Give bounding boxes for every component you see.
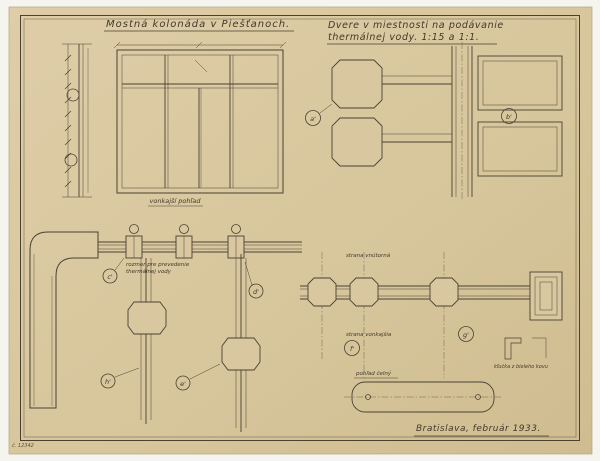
title-left: Mostná kolonáda v Piešťanoch. <box>106 18 290 30</box>
detail-marker-f: f' <box>344 340 360 356</box>
title-right-line2: thermálnej vody. 1:15 a 1:1. <box>328 32 479 43</box>
mullion-profile-section <box>331 117 383 167</box>
sheet-titles: Mostná kolonáda v Piešťanoch. Dvere v mi… <box>104 18 504 45</box>
band-note-line2: thermálnej vody <box>126 268 172 275</box>
signature-text: Bratislava, február 1933. <box>416 424 541 434</box>
detail-marker-b: b' <box>501 108 517 124</box>
archive-number: č. 12342 <box>12 442 34 449</box>
handle-profile <box>504 337 522 360</box>
detail-marker-g: g' <box>458 326 474 342</box>
elevation-drawing: vonkajší pohľad <box>113 41 287 207</box>
mullion-profile-section <box>127 301 167 335</box>
detail-marker-a: a' <box>305 103 333 126</box>
border-frame-inner <box>23 18 577 438</box>
paper-sheet <box>8 6 593 455</box>
jamb-hatch <box>539 281 553 311</box>
front-view-label: pohľad čelný <box>355 370 392 377</box>
door-plan-details: a' b' <box>305 42 563 200</box>
section-marker-circle <box>66 88 80 102</box>
svg-text:f': f' <box>350 345 354 353</box>
handle-profile <box>532 337 547 358</box>
svg-text:b': b' <box>506 113 512 121</box>
border-frame <box>20 15 580 441</box>
detail-marker-h: h' <box>100 367 140 389</box>
handle-label: kľučka z bieleho kovu <box>494 363 548 370</box>
mullion-profile-section <box>221 337 261 371</box>
svg-text:h': h' <box>105 378 111 386</box>
mullion-profile-section <box>307 277 337 307</box>
inner-side-label: strana vnútorná <box>346 252 391 259</box>
section-marker-circle <box>64 153 78 167</box>
door-section-detail-right: strana vnútorná strana vonkajšia f' g' k… <box>300 252 563 413</box>
mullion-profile-section <box>349 277 379 307</box>
mullion-profile-section <box>331 59 383 109</box>
section-strip <box>62 43 92 198</box>
horizontal-section-band: rozmer pre prevedenie thermálnej vody c'… <box>98 224 302 299</box>
detail-marker-c: c' <box>102 257 125 284</box>
svg-text:c': c' <box>107 273 113 281</box>
detail-marker-e: e' <box>175 363 221 391</box>
band-note-line1: rozmer pre prevedenie <box>126 262 190 268</box>
svg-text:d': d' <box>253 288 259 296</box>
svg-text:e': e' <box>180 380 186 388</box>
mullion-profile-section <box>429 277 459 307</box>
elevation-caption: vonkajší pohľad <box>150 197 202 205</box>
svg-text:g': g' <box>463 331 469 339</box>
profile-details-left: h' e' <box>100 254 261 432</box>
outer-side-label: strana vonkajšia <box>346 331 392 338</box>
signature-block: Bratislava, február 1933. <box>414 424 549 437</box>
svg-text:a': a' <box>310 115 316 123</box>
title-right-line1: Dvere v miestnosti na podávanie <box>328 20 504 31</box>
corner-wall-plan <box>29 231 99 409</box>
